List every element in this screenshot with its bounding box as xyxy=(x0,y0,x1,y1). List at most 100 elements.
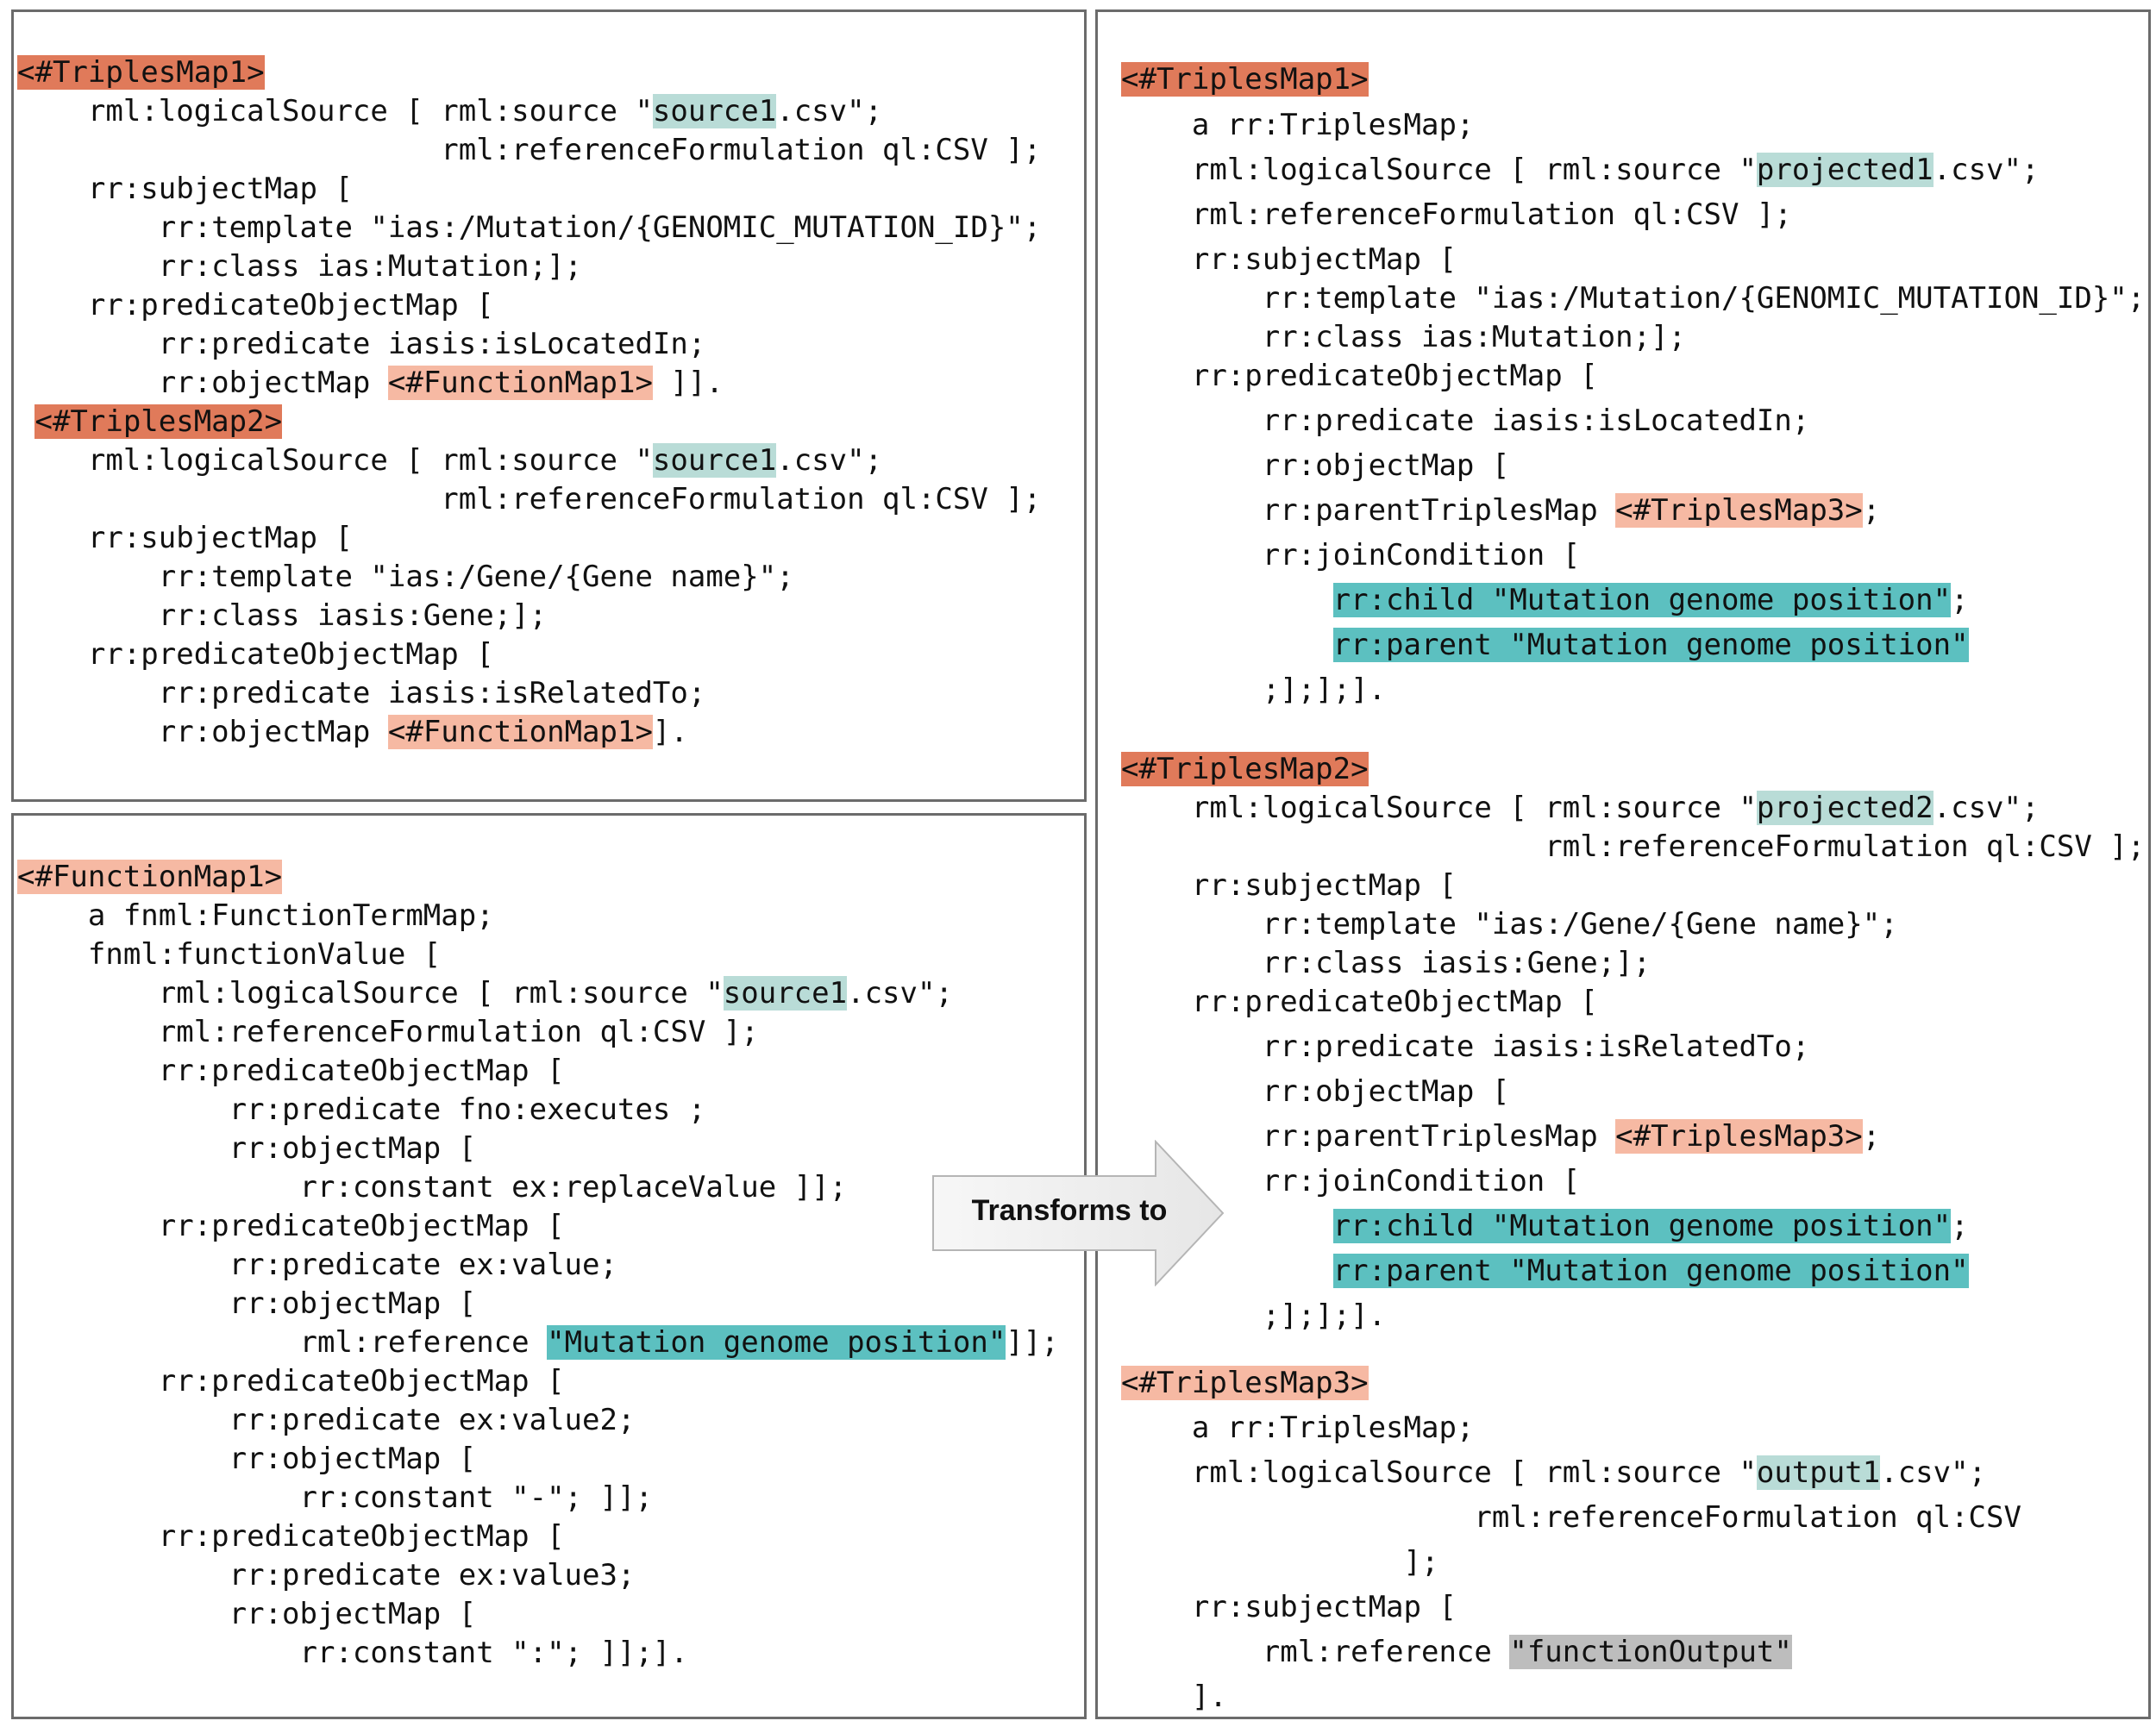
code-text: rr:parentTriplesMap xyxy=(1121,493,1616,528)
code-line: <#TriplesMap2> xyxy=(17,403,283,441)
code-text: rr:subjectMap [ xyxy=(1121,242,1457,277)
code-line: rr:subjectMap [ xyxy=(17,519,353,557)
code-line: rr:template "ias:/Mutation/{GENOMIC_MUTA… xyxy=(1121,279,2146,317)
code-text: .csv"; xyxy=(1933,153,2040,187)
code-line: rml:logicalSource [ rml:source "source1.… xyxy=(17,92,882,130)
code-line: rr:objectMap [ xyxy=(17,1285,477,1323)
code-text: rr:predicate ex:value2; xyxy=(17,1403,636,1437)
code-text: rr:class ias:Mutation;]; xyxy=(17,249,583,284)
code-line: rr:template "ias:/Gene/{Gene name}"; xyxy=(17,558,794,596)
code-text: .csv"; xyxy=(847,976,953,1011)
code-text: a rr:TriplesMap; xyxy=(1121,108,1475,142)
code-text xyxy=(1121,583,1333,617)
transforms-to-label: Transforms to xyxy=(971,1194,1168,1227)
code-line: rr:objectMap [ xyxy=(1121,447,1510,485)
code-text xyxy=(1121,1254,1333,1288)
code-text: rr:subjectMap [ xyxy=(1121,868,1457,903)
code-text xyxy=(1121,628,1333,662)
code-text: rr:predicate fno:executes ; xyxy=(17,1092,706,1127)
code-text: ]]. xyxy=(652,366,724,400)
code-text: rml:referenceFormulation ql:CSV ]; xyxy=(1121,829,2146,864)
code-text: rr:objectMap xyxy=(17,366,388,400)
code-line: rr:predicate ex:value; xyxy=(17,1246,617,1284)
code-text: rml:logicalSource [ rml:source " xyxy=(1121,153,1757,187)
code-line: rr:predicate ex:value2; xyxy=(17,1401,636,1439)
code-text: rr:predicate ex:value; xyxy=(17,1248,617,1282)
highlighted-token: "functionOutput" xyxy=(1509,1635,1792,1669)
code-text: rr:subjectMap [ xyxy=(17,172,353,206)
code-text: rr:class iasis:Gene;]; xyxy=(17,598,548,633)
code-line: rml:referenceFormulation ql:CSV ]; xyxy=(17,131,1041,169)
transforms-arrow xyxy=(932,1140,1225,1286)
code-text: rr:joinCondition [ xyxy=(1121,538,1581,573)
function-map-panel xyxy=(11,813,1087,1719)
code-text: rr:template "ias:/Gene/{Gene name}"; xyxy=(1121,907,1898,942)
code-text: rr:subjectMap [ xyxy=(17,521,353,555)
code-text: rr:predicateObjectMap [ xyxy=(1121,985,1598,1019)
code-text: rr:objectMap [ xyxy=(17,1597,477,1631)
code-text: rr:predicate iasis:isRelatedTo; xyxy=(1121,1029,1810,1064)
code-text: ]; xyxy=(1121,1545,1439,1580)
code-line: rr:class iasis:Gene;]; xyxy=(1121,944,1651,982)
highlighted-token: projected1 xyxy=(1756,153,1934,187)
code-text: .csv"; xyxy=(1880,1455,1987,1490)
code-line: a fnml:FunctionTermMap; xyxy=(17,897,494,935)
code-line: rr:objectMap <#FunctionMap1> ]]. xyxy=(17,364,724,402)
code-text: ;];];]. xyxy=(1121,673,1387,707)
code-text: rml:reference xyxy=(1121,1635,1510,1669)
code-text: rr:class ias:Mutation;]; xyxy=(1121,320,1687,354)
code-text: rr:template "ias:/Mutation/{GENOMIC_MUTA… xyxy=(17,210,1042,245)
code-text: rml:referenceFormulation ql:CSV ]; xyxy=(17,133,1042,167)
code-text: rr:predicate iasis:isLocatedIn; xyxy=(1121,404,1810,438)
code-text: ; xyxy=(1951,583,1969,617)
code-text: fnml:functionValue [ xyxy=(17,937,442,972)
code-line: rr:child "Mutation genome position"; xyxy=(1121,581,1969,619)
code-line: rml:reference "functionOutput" xyxy=(1121,1633,1792,1671)
code-text: rml:reference xyxy=(17,1325,548,1360)
code-text: ]]; xyxy=(1006,1325,1059,1360)
code-text: rr:predicateObjectMap [ xyxy=(1121,359,1598,393)
code-text: rml:referenceFormulation ql:CSV ]; xyxy=(17,1015,759,1049)
highlighted-token: projected2 xyxy=(1756,791,1934,825)
code-line: rr:objectMap [ xyxy=(17,1129,477,1167)
code-line: rr:joinCondition [ xyxy=(1121,1162,1580,1200)
code-line: rr:subjectMap [ xyxy=(17,170,353,208)
code-line: rr:predicateObjectMap [ xyxy=(17,635,494,673)
highlighted-token: <#TriplesMap2> xyxy=(1121,752,1369,786)
code-line: rr:parentTriplesMap <#TriplesMap3>; xyxy=(1121,1117,1880,1155)
code-line: rr:predicate ex:value3; xyxy=(17,1556,636,1594)
code-line: rml:logicalSource [ rml:source "output1.… xyxy=(1121,1454,1986,1492)
highlighted-token: output1 xyxy=(1756,1455,1881,1490)
highlighted-token: source1 xyxy=(652,94,777,128)
code-text: rr:parentTriplesMap xyxy=(1121,1119,1616,1154)
code-text xyxy=(1121,1209,1333,1243)
code-line: rml:logicalSource [ rml:source "source1.… xyxy=(17,441,882,479)
code-text: rr:objectMap [ xyxy=(17,1442,477,1476)
code-line: <#TriplesMap3> xyxy=(1121,1364,1369,1402)
code-text: rml:logicalSource [ rml:source " xyxy=(17,443,653,478)
code-line: rr:parentTriplesMap <#TriplesMap3>; xyxy=(1121,491,1880,529)
highlighted-token: source1 xyxy=(723,976,848,1011)
code-text: .csv"; xyxy=(776,94,883,128)
code-text: rr:constant "-"; ]]; xyxy=(17,1480,653,1515)
highlighted-token: <#TriplesMap2> xyxy=(34,404,283,439)
code-text: rr:predicateObjectMap [ xyxy=(17,1519,565,1554)
code-line: rr:class ias:Mutation;]; xyxy=(17,247,582,285)
code-line: <#TriplesMap2> xyxy=(1121,750,1369,788)
code-line: ;];];]. xyxy=(1121,671,1386,709)
code-line: rr:subjectMap [ xyxy=(1121,1588,1457,1626)
code-line: rr:predicate iasis:isLocatedIn; xyxy=(17,325,706,363)
code-text: ;];];]. xyxy=(1121,1298,1387,1333)
code-text: rml:logicalSource [ rml:source " xyxy=(17,976,724,1011)
code-line: rr:constant "-"; ]]; xyxy=(17,1479,653,1517)
highlighted-token: <#FunctionMap1> xyxy=(17,860,283,894)
code-text: rr:objectMap [ xyxy=(17,1131,477,1166)
code-line: rml:referenceFormulation ql:CSV ]; xyxy=(17,480,1041,518)
code-line: rr:constant ":"; ]];]. xyxy=(17,1634,688,1672)
code-text: rml:referenceFormulation ql:CSV ]; xyxy=(1121,197,1792,232)
code-text: ; xyxy=(1862,1119,1881,1154)
code-line: rml:referenceFormulation ql:CSV ]; xyxy=(1121,196,1792,234)
code-text: rml:logicalSource [ rml:source " xyxy=(1121,1455,1757,1490)
code-line: rr:objectMap <#FunctionMap1>]. xyxy=(17,713,688,751)
code-line: rr:predicateObjectMap [ xyxy=(17,1517,565,1555)
